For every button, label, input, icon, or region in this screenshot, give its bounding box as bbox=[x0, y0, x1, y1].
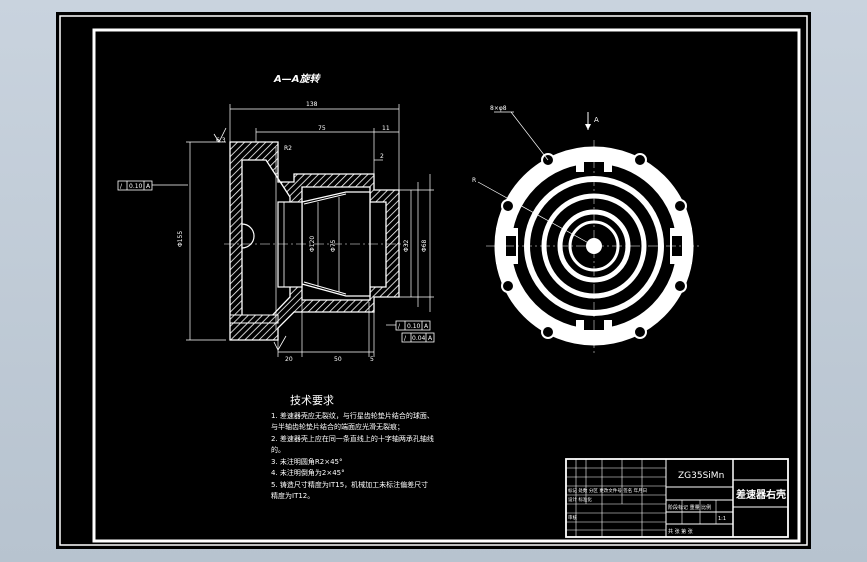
title-block bbox=[565, 458, 789, 538]
note-line: 3. 未注明圆角R2×45° bbox=[271, 457, 343, 466]
dim-phi-120: Φ120 bbox=[309, 236, 316, 252]
end-view: 8×φ8 R A bbox=[472, 105, 702, 354]
note-line: 与半轴齿轮垫片结合的端面应光滑无裂痕； bbox=[271, 422, 404, 431]
bolt-hole bbox=[501, 279, 515, 293]
taper-line-top bbox=[303, 193, 347, 205]
technical-notes: 技术要求 1. 差速器壳应无裂纹，与行星齿轮垫片结合的球面、 与半轴齿轮垫片结合… bbox=[271, 394, 434, 500]
svg-text:/: / bbox=[120, 183, 123, 190]
inner-frame bbox=[92, 28, 801, 543]
outer-frame bbox=[59, 15, 808, 546]
drawing-name: 差速器右壳 bbox=[736, 488, 786, 501]
radius-leader bbox=[477, 181, 595, 247]
tol-left-value: 0.10 bbox=[129, 183, 143, 190]
left-bore bbox=[277, 201, 303, 288]
notes-heading: 技术要求 bbox=[290, 394, 334, 407]
title-scale: 1:1 bbox=[718, 516, 726, 522]
title-row-a: 标记 处数 分区 更改文件号 签名 年月日 bbox=[568, 487, 647, 494]
bolt-hole bbox=[501, 199, 515, 213]
section-title: A—A旋转 bbox=[273, 73, 321, 85]
section-view: 138 75 11 2 Φ155 Φ120 Φ75 Φ32 Φ68 20 50 … bbox=[117, 101, 435, 363]
note-line: 的。 bbox=[271, 445, 285, 454]
dim-overall: 138 bbox=[306, 101, 318, 108]
roughness-symbol-bottom bbox=[273, 335, 287, 351]
dim-phi-left: Φ155 bbox=[177, 231, 184, 247]
dim-50: 50 bbox=[334, 356, 342, 363]
dimension-lines bbox=[186, 104, 434, 357]
dim-r2: R2 bbox=[284, 145, 292, 152]
material-label: ZG35SiMn bbox=[678, 471, 724, 481]
dim-phi-32: Φ32 bbox=[403, 239, 410, 252]
svg-text:/: / bbox=[404, 335, 407, 342]
bolt-hole bbox=[633, 153, 647, 167]
tol-bottom-ref: A bbox=[424, 323, 429, 330]
dim-11: 11 bbox=[382, 125, 390, 132]
svg-text:/: / bbox=[398, 323, 401, 330]
tolerance-frame-left: / 0.10 A bbox=[117, 180, 188, 191]
title-row-c: 阶段标记 重量 比例 bbox=[668, 504, 711, 511]
note-line: 1. 差速器壳应无裂纹，与行星齿轮垫片结合的球面、 bbox=[271, 411, 434, 420]
view-arrow-label: A bbox=[594, 116, 599, 124]
radius-label: R bbox=[472, 177, 476, 184]
pin-hole bbox=[241, 223, 255, 249]
tol-bottom-value: 0.10 bbox=[407, 323, 421, 330]
tolerance-frame-bottom1: / 0.10 A bbox=[386, 320, 431, 331]
tol-bottom2-ref: A bbox=[428, 335, 433, 342]
tol-bottom2-value: 0.04 bbox=[412, 335, 426, 342]
dim-phi-68: Φ68 bbox=[421, 239, 428, 252]
note-line: 2. 差速器壳上应在同一条直线上的十字轴两承孔轴线 bbox=[271, 434, 434, 443]
bolt-hole bbox=[673, 199, 687, 213]
dim-5: 5 bbox=[370, 356, 374, 363]
bolt-spec: 8×φ8 bbox=[490, 105, 507, 112]
cad-drawing: A—A旋转 bbox=[59, 15, 808, 546]
dimension-texts: 138 75 11 2 Φ155 Φ120 Φ75 Φ32 Φ68 20 50 … bbox=[177, 101, 428, 363]
title-row-b: 设计 标准化 bbox=[568, 496, 592, 503]
note-line: 5. 铸造尺寸精度为IT15，机械加工未标注偏差尺寸 bbox=[271, 480, 428, 489]
tolerance-frame-bottom2: / 0.04 A bbox=[401, 332, 435, 343]
drawing-viewport: A—A旋转 bbox=[56, 12, 811, 549]
dim-20: 20 bbox=[285, 356, 293, 363]
dim-phi-75: Φ75 bbox=[330, 239, 337, 252]
title-row-d: 审核 bbox=[568, 514, 577, 521]
title-block-text: ZG35SiMn 差速器右壳 标记 处数 分区 更改文件号 签名 年月日 设计 … bbox=[568, 471, 786, 535]
tol-left-ref: A bbox=[146, 183, 151, 190]
bolt-hole bbox=[541, 325, 555, 339]
dim-2: 2 bbox=[380, 153, 384, 160]
roughness-symbol bbox=[213, 127, 227, 143]
bolt-holes bbox=[501, 153, 687, 339]
bolt-hole bbox=[673, 279, 687, 293]
flange-strip bbox=[229, 314, 279, 324]
dim-75: 75 bbox=[318, 125, 326, 132]
title-row-e: 共 张 第 张 bbox=[668, 528, 693, 535]
bolt-leader bbox=[510, 111, 549, 161]
note-line: 4. 未注明倒角为2×45° bbox=[271, 468, 345, 477]
bolt-hole bbox=[633, 325, 647, 339]
dim-roughness: 6.3 bbox=[216, 137, 226, 144]
note-line: 精度为IT12。 bbox=[271, 491, 314, 500]
